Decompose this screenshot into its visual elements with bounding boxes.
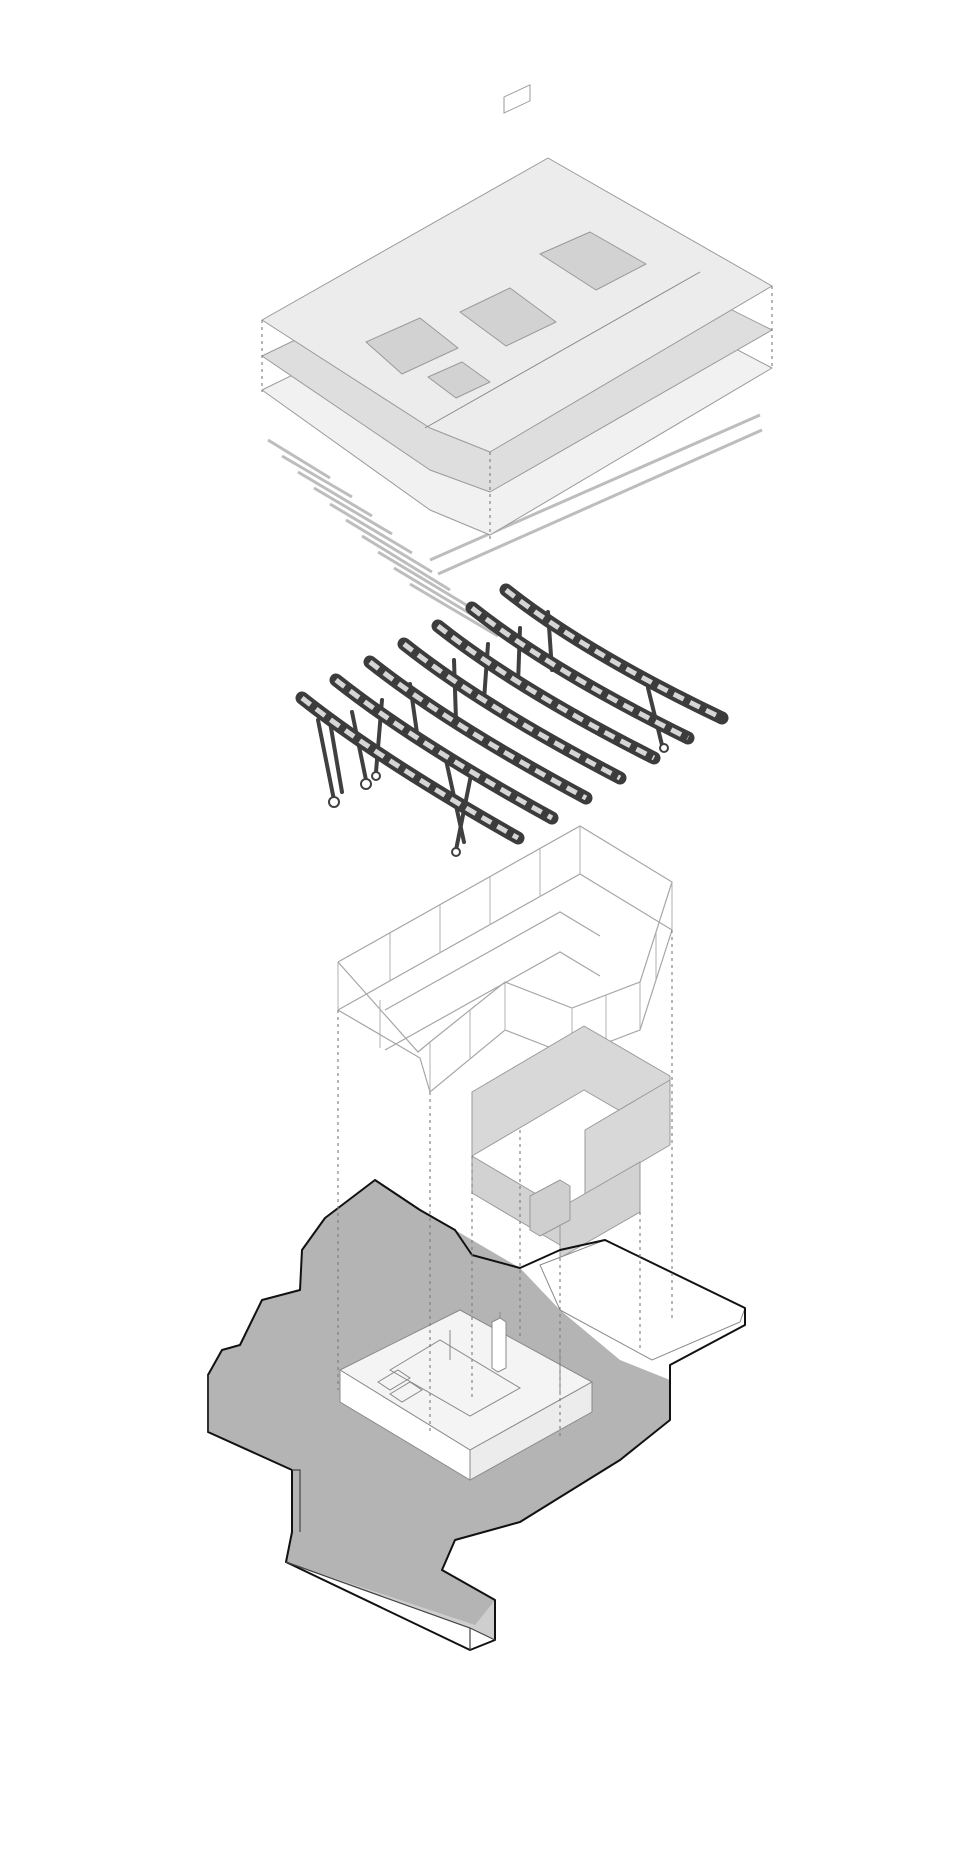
skylight-well [503,84,531,114]
skylight [459,287,557,347]
truss-beams [295,583,729,845]
chimney [491,1317,507,1373]
panel-enclosure [471,1025,671,1259]
roof-skylights [365,84,647,399]
enclosure-return [529,1179,571,1237]
terrain-inner-edge [207,1375,496,1650]
skylight [539,231,647,291]
enclosure-panel-right [584,1079,671,1196]
roof-assembly [261,84,773,638]
projection-lines [337,930,673,1440]
truss-beam [504,588,724,721]
truss-feet [328,743,669,857]
steel-trusses [295,583,729,857]
upper-partition-walls [337,825,673,1094]
truss-beam [368,660,588,801]
terrain-outline [207,1179,746,1651]
truss-beam [470,606,690,741]
terrain-and-ground-floor [207,1179,746,1651]
wall-verticals [337,826,673,1092]
truss-beam [300,696,520,841]
skylight [365,317,459,375]
interior-wall [384,951,601,1051]
roof-joists [267,413,763,638]
interior-wall [384,911,601,1011]
roof-ridge-line [424,271,701,429]
ground-floor-side [469,1381,593,1481]
truss-beam [334,678,554,821]
ground-floor-walls [389,1312,561,1417]
interior-stair [377,1369,423,1403]
truss-beam [402,642,622,781]
skylight [427,361,491,399]
truss-beam [436,624,656,761]
